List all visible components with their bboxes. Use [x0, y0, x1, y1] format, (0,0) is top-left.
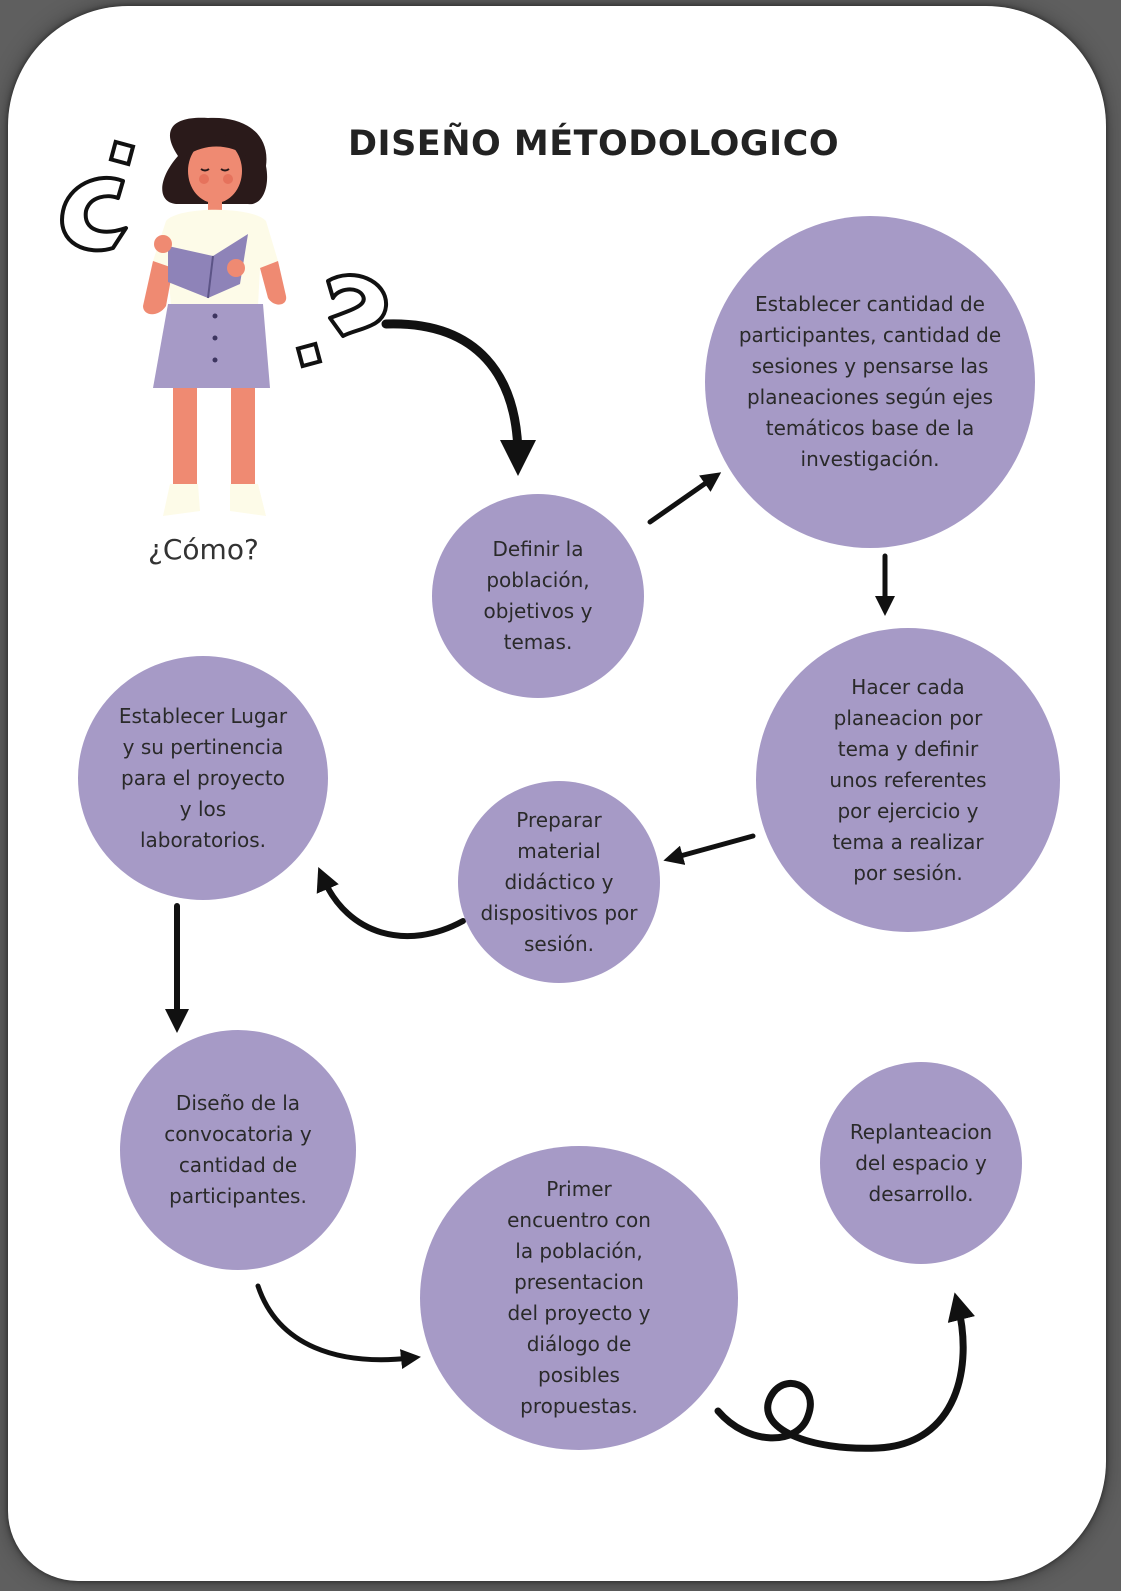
node-definir: Definir la población, objetivos y temas. [432, 494, 644, 698]
caption-como: ¿Cómo? [148, 533, 259, 566]
question-mark-icon [60, 139, 389, 369]
node-primer-encuentro: Primer encuentro con la población, prese… [420, 1146, 738, 1450]
node-diseno-convocatoria: Diseño de la convocatoria y cantidad de … [120, 1030, 356, 1270]
diagram-card: DISEÑO MÉTODOLOGICO [8, 6, 1106, 1581]
girl-reading-illustration [143, 117, 287, 516]
arrow-6 [255, 1283, 421, 1370]
page-title: DISEÑO MÉTODOLOGICO [348, 124, 840, 164]
arrow-4 [316, 866, 466, 940]
flow-arrows [165, 319, 975, 1452]
node-replanteacion: Replanteacion del espacio y desarrollo. [820, 1062, 1022, 1264]
node-preparar-material: Preparar material didáctico y dispositiv… [458, 781, 660, 983]
node-establecer-cantidad: Establecer cantidad de participantes, ca… [705, 216, 1035, 548]
arrow-start [381, 319, 536, 476]
node-hacer-planeacion: Hacer cada planeacion por tema y definir… [756, 628, 1060, 932]
arrow-3 [663, 833, 756, 865]
arrow-1 [647, 472, 722, 525]
arrow-7 [714, 1292, 975, 1452]
node-establecer-lugar: Establecer Lugar y su pertinencia para e… [78, 656, 328, 900]
